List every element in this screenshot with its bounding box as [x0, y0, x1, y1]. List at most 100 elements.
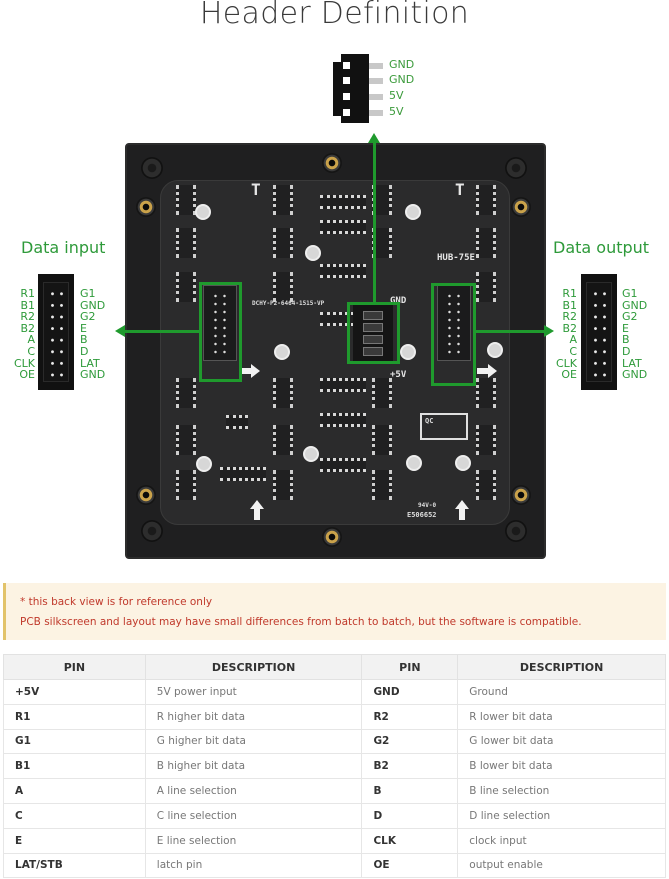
power-pin-label: 5V: [389, 89, 404, 102]
data-input-header: [38, 274, 74, 390]
pin-label: R1: [562, 287, 577, 300]
arrow-up-icon: [368, 133, 380, 143]
silkscreen-marker: T: [455, 180, 465, 199]
pin-description-cell: D line selection: [457, 802, 666, 829]
data-output-left-pins: R1 B1 R2 B2 A C CLK OE: [546, 288, 577, 381]
mount-hole: [136, 485, 156, 505]
data-input-title: Data input: [21, 238, 106, 257]
ic-chip: [476, 228, 496, 258]
pin-label: C: [569, 344, 577, 358]
ic-chip: [176, 185, 196, 215]
capacitor: [196, 456, 212, 472]
pin-label: E: [80, 321, 87, 335]
ic-chip: [320, 220, 366, 234]
pin-label: LAT: [80, 356, 100, 370]
ic-chip: [220, 467, 266, 481]
column-header: PIN: [3, 654, 146, 680]
output-idc-header: [437, 285, 471, 361]
ic-chip: [176, 378, 196, 408]
ic-chip: [176, 470, 196, 500]
connector-tab: [333, 62, 342, 116]
pin-label: GND: [80, 368, 106, 382]
ic-chip: [476, 378, 496, 408]
note-line-2: PCB silkscreen and layout may have small…: [20, 616, 582, 628]
plus5v-label: +5V: [390, 370, 407, 380]
ic-chip: [320, 378, 366, 392]
pin-name-cell: CLK: [361, 827, 459, 854]
capacitor: [274, 344, 290, 360]
mount-hole: [511, 485, 531, 505]
ic-chip: [476, 470, 496, 500]
data-input-right-pins: G1 GND G2 E B D LAT GND: [80, 288, 105, 381]
ic-chip: [476, 272, 496, 302]
pin-label: CLK: [555, 356, 577, 370]
pin-label: G1: [80, 287, 96, 300]
data-output-title: Data output: [553, 238, 650, 257]
arrow-right-icon: [544, 325, 554, 337]
pin-description-cell: G lower bit data: [457, 728, 666, 755]
column-header: PIN: [361, 654, 459, 680]
pin-label: GND: [622, 368, 648, 382]
pin-label: D: [622, 344, 631, 358]
silkscreen-marker: T: [251, 180, 261, 199]
ic-chip: [372, 425, 392, 455]
pin-description-cell: output enable: [457, 852, 666, 879]
screw-hole: [141, 157, 163, 179]
pin-name-cell: E: [3, 827, 146, 854]
pin-name-cell: R1: [3, 703, 146, 730]
pin-description-cell: B lower bit data: [457, 753, 666, 780]
pin-label: B: [622, 333, 630, 347]
pin-label: E: [622, 321, 629, 335]
arrow-up-icon: [455, 500, 469, 520]
pin-name-cell: G1: [3, 728, 146, 755]
pin-label: OE: [561, 368, 577, 382]
mount-hole: [322, 527, 342, 547]
ic-chip: [372, 470, 392, 500]
pin-label: R1: [20, 287, 35, 300]
connector-lead: [369, 94, 383, 100]
input-idc-header: [203, 285, 237, 361]
note-line-1: * this back view is for reference only: [20, 596, 213, 608]
pin-name-cell: LAT/STB: [3, 852, 146, 879]
pin-description-cell: clock input: [457, 827, 666, 854]
pin-name-cell: B2: [361, 753, 459, 780]
connector-pin: [343, 62, 350, 69]
column-header: DESCRIPTION: [457, 654, 666, 680]
pin-description-cell: B higher bit data: [144, 753, 363, 780]
ic-chip: [176, 272, 196, 302]
data-output-header: [581, 274, 617, 390]
capacitor: [405, 204, 421, 220]
mount-hole: [136, 197, 156, 217]
pin-label: B1: [20, 298, 35, 312]
pin-description-cell: A line selection: [144, 778, 363, 804]
pin-name-cell: B: [361, 778, 459, 804]
capacitor: [406, 455, 422, 471]
capacitor: [487, 342, 503, 358]
data-output-right-pins: G1 GND G2 E B D LAT GND: [622, 288, 647, 381]
input-arrow-line: [124, 330, 200, 333]
pin-label: R2: [562, 310, 577, 324]
ic-chip: [372, 378, 392, 408]
pin-label: A: [569, 333, 577, 347]
pin-description-cell: Ground: [457, 679, 666, 705]
pin-name-cell: GND: [361, 679, 459, 705]
pin-name-cell: D: [361, 802, 459, 829]
pin-label: CLK: [13, 356, 35, 370]
ic-chip: [273, 185, 293, 215]
pin-label: B2: [562, 321, 577, 335]
connector-lead: [369, 63, 383, 69]
hub-label: HUB-75E: [437, 253, 475, 263]
pin-name-cell: OE: [361, 852, 459, 879]
pin-description-cell: C line selection: [144, 802, 363, 829]
ic-chip: [176, 425, 196, 455]
arrow-up-icon: [250, 500, 264, 520]
power-header-highlight: [347, 302, 400, 364]
capacitor: [195, 204, 211, 220]
power-pin-label: 5V: [389, 105, 404, 118]
pin-name-cell: C: [3, 802, 146, 829]
ic-chip: [320, 413, 366, 427]
ic-chip: [273, 378, 293, 408]
